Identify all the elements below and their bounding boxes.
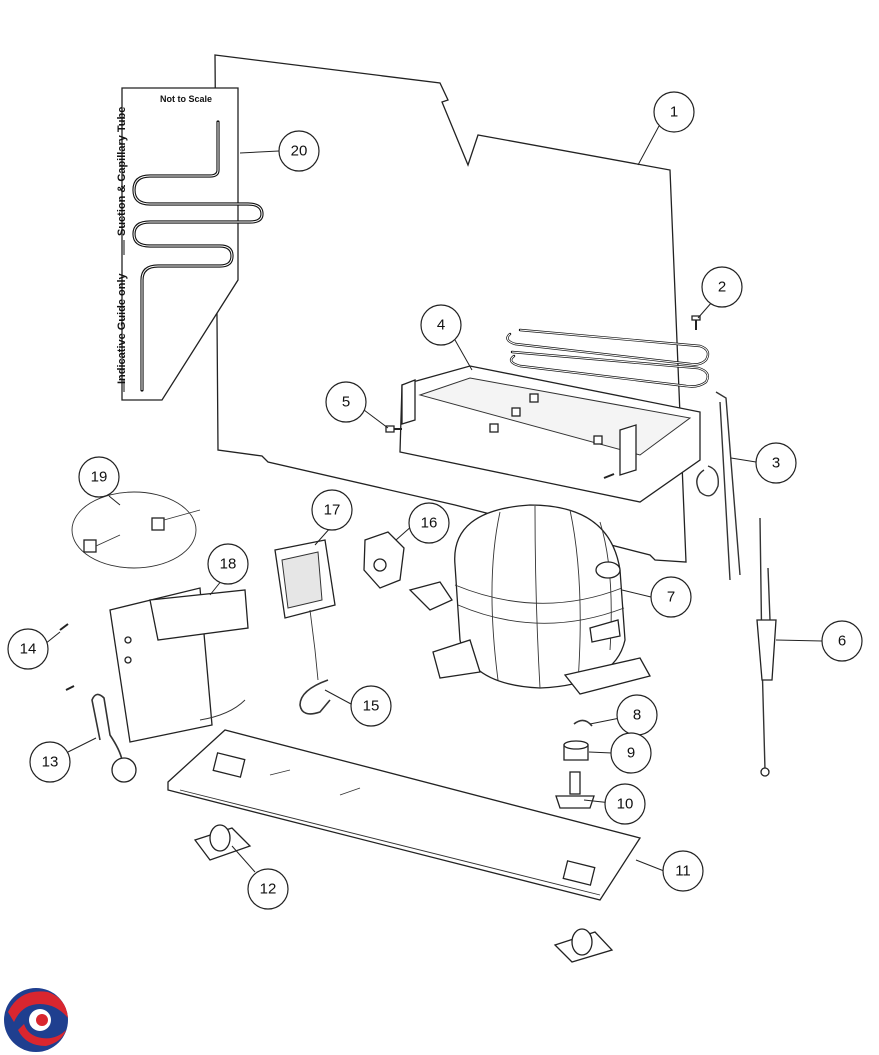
screw-14	[59, 623, 75, 691]
callout-9: 9	[610, 732, 652, 774]
indicative-label: Indicative Guide only	[116, 272, 128, 384]
tube-label: Suction & Capillary Tube	[116, 107, 128, 236]
svg-text:17: 17	[324, 502, 341, 519]
svg-text:13: 13	[42, 754, 59, 771]
svg-text:11: 11	[675, 863, 691, 880]
grommet-9	[563, 740, 589, 761]
svg-text:2: 2	[718, 279, 726, 296]
control-box	[109, 587, 249, 743]
callout-6: 6	[821, 620, 863, 662]
svg-text:20: 20	[291, 143, 308, 160]
svg-text:18: 18	[220, 556, 237, 573]
svg-text:7: 7	[667, 589, 675, 606]
callout-10: 10	[604, 783, 646, 825]
callout-3: 3	[755, 442, 797, 484]
svg-text:14: 14	[20, 641, 37, 658]
heater-13	[91, 693, 137, 783]
callout-12: 12	[247, 868, 289, 910]
callout-15: 15	[350, 685, 392, 727]
svg-text:6: 6	[838, 633, 846, 650]
callout-7: 7	[650, 576, 692, 618]
base-plate	[167, 729, 642, 901]
svg-text:8: 8	[633, 707, 641, 724]
mount-10	[555, 771, 595, 809]
cable-15	[299, 679, 331, 715]
callout-13: 13	[29, 741, 71, 783]
callout-14: 14	[7, 628, 49, 670]
callout-1: 1	[653, 91, 695, 133]
screw-tray	[603, 473, 615, 479]
starter-17	[274, 539, 336, 681]
callout-17: 17	[311, 489, 353, 531]
callout-20: 20	[278, 130, 320, 172]
thermostat-6	[756, 517, 777, 777]
clip-8	[573, 719, 593, 727]
relay-16	[363, 531, 405, 589]
condenser-coil	[506, 328, 741, 581]
callout-2: 2	[701, 266, 743, 308]
svg-text:5: 5	[342, 394, 350, 411]
svg-text:10: 10	[617, 796, 634, 813]
callout-19: 19	[78, 456, 120, 498]
callout-5: 5	[325, 381, 367, 423]
svg-text:16: 16	[421, 515, 438, 532]
caster-12	[193, 824, 252, 861]
compressor	[408, 504, 651, 695]
brand-logo	[4, 988, 68, 1052]
svg-text:19: 19	[91, 469, 108, 486]
leader-lines	[39, 125, 823, 873]
svg-text:15: 15	[363, 698, 380, 715]
callout-8: 8	[616, 694, 658, 736]
callout-4: 4	[420, 304, 462, 346]
callout-11: 11	[662, 850, 704, 892]
harness-19	[71, 491, 201, 569]
svg-text:9: 9	[627, 745, 635, 762]
callout-18: 18	[207, 543, 249, 585]
screw-2	[691, 315, 701, 330]
svg-text:4: 4	[437, 317, 445, 334]
svg-text:3: 3	[772, 455, 780, 472]
tube-guide-panel: Not to Scale Suction & Capillary Tube In…	[116, 87, 264, 401]
drip-tray	[399, 365, 701, 503]
caster-rear	[553, 928, 614, 963]
svg-text:1: 1	[670, 104, 678, 121]
not-to-scale-note: Not to Scale	[160, 94, 212, 104]
callout-16: 16	[408, 502, 450, 544]
svg-text:12: 12	[260, 881, 277, 898]
